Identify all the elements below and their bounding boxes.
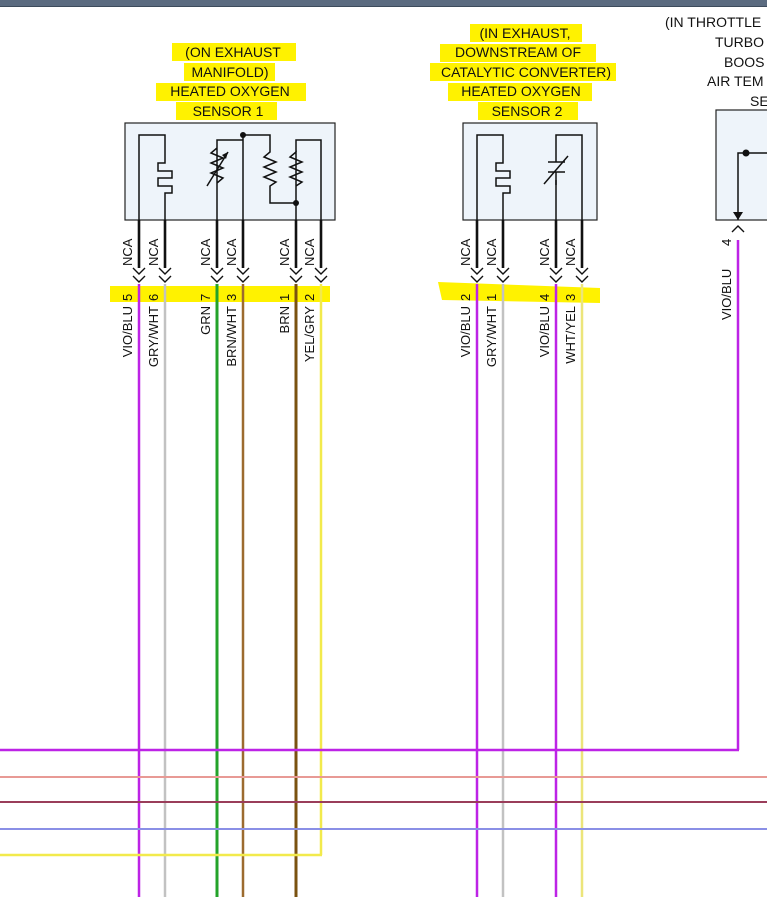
svg-text:3: 3: [563, 294, 578, 301]
svg-text:CATALYTIC CONVERTER): CATALYTIC CONVERTER): [441, 64, 611, 80]
svg-text:TURBO: TURBO: [715, 34, 764, 50]
svg-text:HEATED OXYGEN: HEATED OXYGEN: [170, 83, 290, 99]
svg-text:(IN EXHAUST,: (IN EXHAUST,: [479, 25, 570, 41]
svg-text:BOOS: BOOS: [724, 54, 764, 70]
connector-chevron: [470, 267, 484, 275]
svg-text:AIR TEM: AIR TEM: [707, 73, 764, 89]
connector-chevron: [575, 275, 589, 283]
connector-chevron: [132, 275, 146, 283]
connector-chevron: [496, 267, 510, 275]
svg-text:(IN THROTTLE: (IN THROTTLE: [665, 14, 761, 30]
horizontal-wires: [0, 748, 767, 857]
svg-text:4: 4: [537, 294, 552, 301]
svg-text:NCA: NCA: [277, 238, 292, 266]
connector-chevron: [470, 275, 484, 283]
highlights: [110, 24, 616, 303]
svg-text:GRY/WHT: GRY/WHT: [484, 306, 499, 367]
svg-text:6: 6: [146, 294, 161, 301]
sensor2-title: (IN EXHAUST, DOWNSTREAM OF CATALYTIC CON…: [441, 25, 611, 119]
sensor1-title: (ON EXHAUST MANIFOLD) HEATED OXYGEN SENS…: [170, 44, 290, 119]
sensor1-component: [124, 122, 336, 268]
svg-text:NCA: NCA: [484, 238, 499, 266]
connector-chevron: [314, 275, 328, 283]
svg-text:NCA: NCA: [120, 238, 135, 266]
pin-numbers: 5 6 7 3 1 2 2 1 4 3 4: [120, 239, 734, 301]
wire-color-labels: VIO/BLU GRY/WHT GRN BRN/WHT BRN YEL/GRY …: [120, 269, 734, 367]
connector-chevron: [210, 275, 224, 283]
sensor2-component: [462, 122, 598, 268]
vertical-wires: [137, 240, 740, 897]
svg-text:GRY/WHT: GRY/WHT: [146, 306, 161, 367]
svg-text:7: 7: [198, 294, 213, 301]
svg-text:NCA: NCA: [563, 238, 578, 266]
svg-text:NCA: NCA: [537, 238, 552, 266]
connector-chevron: [158, 267, 172, 275]
svg-text:GRN: GRN: [198, 306, 213, 335]
svg-text:VIO/BLU: VIO/BLU: [458, 306, 473, 357]
svg-text:SE: SE: [750, 93, 767, 109]
svg-text:BRN: BRN: [277, 306, 292, 333]
connector-chevron: [549, 267, 563, 275]
svg-text:1: 1: [277, 294, 292, 301]
connector-chevron: [496, 275, 510, 283]
svg-text:WHT/YEL: WHT/YEL: [563, 306, 578, 364]
sensor3-component: [715, 109, 767, 221]
svg-text:2: 2: [458, 294, 473, 301]
svg-text:VIO/BLU: VIO/BLU: [719, 269, 734, 320]
svg-text:HEATED OXYGEN: HEATED OXYGEN: [461, 83, 581, 99]
connector-chevron: [158, 275, 172, 283]
svg-text:SENSOR 1: SENSOR 1: [193, 103, 264, 119]
connector-chevron: [549, 275, 563, 283]
svg-text:5: 5: [120, 294, 135, 301]
svg-text:NCA: NCA: [224, 238, 239, 266]
svg-text:2: 2: [302, 294, 317, 301]
svg-text:YEL/GRY: YEL/GRY: [302, 306, 317, 362]
svg-text:NCA: NCA: [198, 238, 213, 266]
svg-text:BRN/WHT: BRN/WHT: [224, 306, 239, 367]
connector-chevron: [731, 225, 745, 233]
window-top-bar: [0, 0, 767, 7]
svg-text:MANIFOLD): MANIFOLD): [192, 64, 269, 80]
connector-chevron: [210, 267, 224, 275]
svg-text:SENSOR 2: SENSOR 2: [492, 103, 563, 119]
nca-labels: NCA NCA NCA NCA NCA NCA NCA NCA NCA NCA: [120, 238, 578, 266]
svg-text:DOWNSTREAM OF: DOWNSTREAM OF: [455, 44, 581, 60]
svg-text:VIO/BLU: VIO/BLU: [120, 306, 135, 357]
connector-chevron: [132, 267, 146, 275]
svg-text:NCA: NCA: [146, 238, 161, 266]
svg-text:NCA: NCA: [458, 238, 473, 266]
svg-text:(ON EXHAUST: (ON EXHAUST: [185, 44, 281, 60]
connector-chevron: [575, 267, 589, 275]
svg-text:1: 1: [484, 294, 499, 301]
connector-chevron: [314, 267, 328, 275]
connector-chevron: [289, 275, 303, 283]
svg-text:VIO/BLU: VIO/BLU: [537, 306, 552, 357]
svg-text:4: 4: [719, 239, 734, 246]
sensor3-title: (IN THROTTLE TURBO BOOS AIR TEM SE: [665, 14, 767, 109]
connector-chevron: [289, 267, 303, 275]
svg-text:3: 3: [224, 294, 239, 301]
connector-chevrons: [132, 225, 745, 283]
connector-chevron: [236, 267, 250, 275]
connector-chevron: [236, 275, 250, 283]
svg-text:NCA: NCA: [302, 238, 317, 266]
